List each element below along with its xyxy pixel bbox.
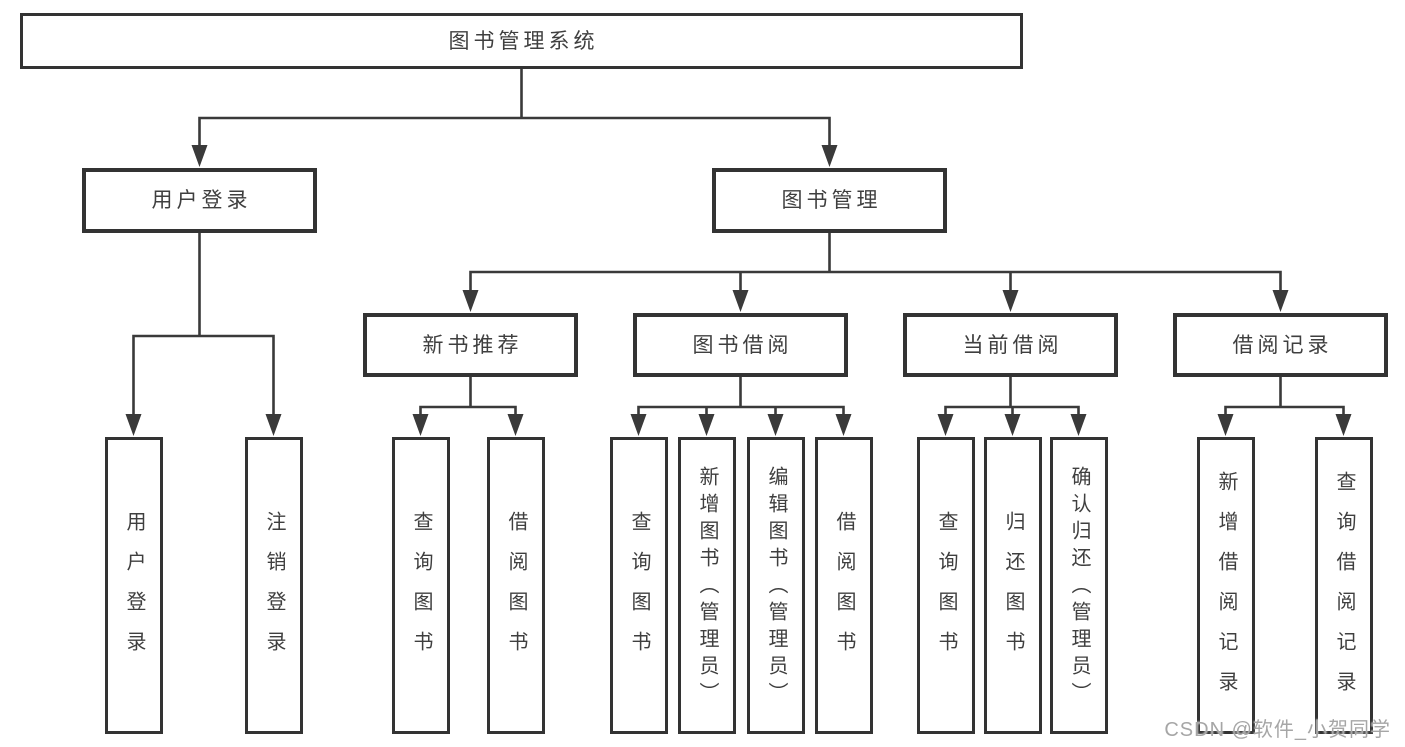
node-book-borrow: 图书借阅 [633, 313, 848, 377]
leaf-add-borrow-record: 新增借阅记录 [1197, 437, 1255, 734]
leaf-confirm-return-admin: 确认归还（管理员） [1050, 437, 1108, 734]
edge-new-books-to-leaves [412, 375, 524, 436]
leaf-return-book-label: 归还图书 [1002, 510, 1024, 671]
leaf-logout-label: 注销登录 [263, 510, 285, 671]
node-user-login: 用户登录 [82, 168, 317, 233]
csdn-watermark: CSDN @软件_小贺同学 [1164, 719, 1391, 741]
node-user-login-label: 用户登录 [151, 189, 252, 212]
leaf-logout: 注销登录 [245, 437, 303, 734]
leaf-query-books-current: 查询图书 [917, 437, 975, 734]
edge-book-mgmt-to-level3 [462, 231, 1289, 312]
node-book-borrow-label: 图书借阅 [692, 333, 793, 357]
leaf-borrow-books-new-label: 借阅图书 [505, 510, 527, 671]
leaf-confirm-return-admin-label: 确认归还（管理员） [1068, 466, 1090, 709]
edge-book-borrow-to-leaves [630, 375, 852, 436]
leaf-edit-book-admin-label: 编辑图书（管理员） [765, 466, 787, 709]
leaf-user-login-label: 用户登录 [123, 510, 145, 671]
leaf-edit-book-admin: 编辑图书（管理员） [747, 437, 805, 734]
leaf-query-books-current-label: 查询图书 [935, 510, 957, 671]
node-book-mgmt: 图书管理 [712, 168, 947, 233]
leaf-user-login: 用户登录 [105, 437, 163, 734]
leaf-add-borrow-record-label: 新增借阅记录 [1215, 470, 1237, 711]
node-current-borrow: 当前借阅 [903, 313, 1118, 377]
leaf-query-books-new: 查询图书 [392, 437, 450, 734]
edge-root-to-level2 [191, 67, 838, 167]
node-borrow-records-label: 借阅记录 [1232, 333, 1333, 357]
leaf-borrow-book-label: 借阅图书 [833, 510, 855, 671]
edge-current-borrow-to-leaves [937, 375, 1087, 436]
leaf-return-book: 归还图书 [984, 437, 1042, 734]
edge-user-login-to-leaves [125, 231, 282, 436]
node-new-books-label: 新书推荐 [422, 333, 523, 357]
node-root-system: 图书管理系统 [20, 13, 1023, 69]
leaf-borrow-books-new: 借阅图书 [487, 437, 545, 734]
edge-borrow-records-to-leaves [1217, 375, 1352, 436]
node-borrow-records: 借阅记录 [1173, 313, 1388, 377]
node-new-books: 新书推荐 [363, 313, 578, 377]
node-root-label: 图书管理系统 [448, 29, 599, 53]
node-book-mgmt-label: 图书管理 [781, 189, 882, 212]
leaf-query-books-borrow: 查询图书 [610, 437, 668, 734]
leaf-add-book-admin-label: 新增图书（管理员） [696, 466, 718, 709]
leaf-query-books-new-label: 查询图书 [410, 510, 432, 671]
node-current-borrow-label: 当前借阅 [962, 333, 1063, 357]
leaf-query-borrow-record-label: 查询借阅记录 [1333, 470, 1355, 711]
leaf-query-books-borrow-label: 查询图书 [628, 510, 650, 671]
leaf-borrow-book: 借阅图书 [815, 437, 873, 734]
leaf-query-borrow-record: 查询借阅记录 [1315, 437, 1373, 734]
leaf-add-book-admin: 新增图书（管理员） [678, 437, 736, 734]
